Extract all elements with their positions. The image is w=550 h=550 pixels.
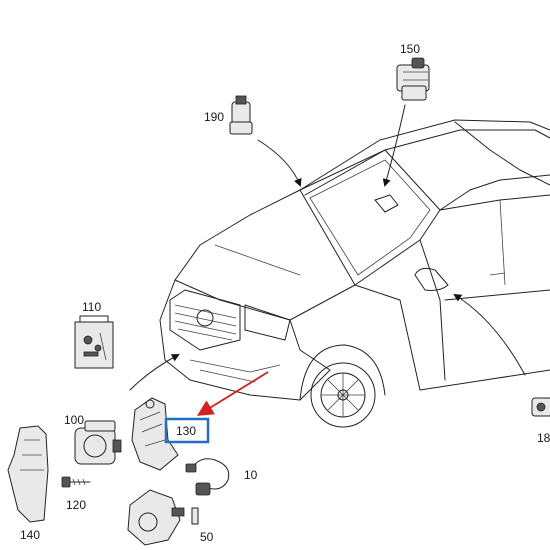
label-50: 50: [200, 530, 214, 544]
label-18: 18: [537, 431, 550, 445]
car-illustration: [159, 119, 550, 428]
part-18x-sensor: [531, 397, 550, 417]
label-120: 120: [66, 498, 86, 512]
part-50-unit: [127, 489, 199, 546]
label-130: 130: [176, 424, 196, 438]
highlight-box-130: [164, 417, 210, 444]
part-10-harness: [185, 458, 230, 496]
label-140: 140: [20, 528, 40, 542]
part-140-cover: [7, 425, 49, 523]
label-100: 100: [64, 413, 84, 427]
part-150-sensor: [396, 57, 430, 101]
part-100-radar-sensor: [74, 420, 122, 465]
label-10: 10: [244, 468, 258, 482]
part-110-repair-kit: [74, 315, 114, 369]
part-120-bolt: [61, 476, 91, 488]
leader-arrows: [129, 104, 526, 416]
part-130-bracket: [131, 397, 179, 471]
label-110: 110: [82, 300, 101, 314]
label-190: 190: [204, 110, 224, 124]
label-150: 150: [400, 42, 420, 56]
part-190-sensor: [229, 95, 253, 135]
